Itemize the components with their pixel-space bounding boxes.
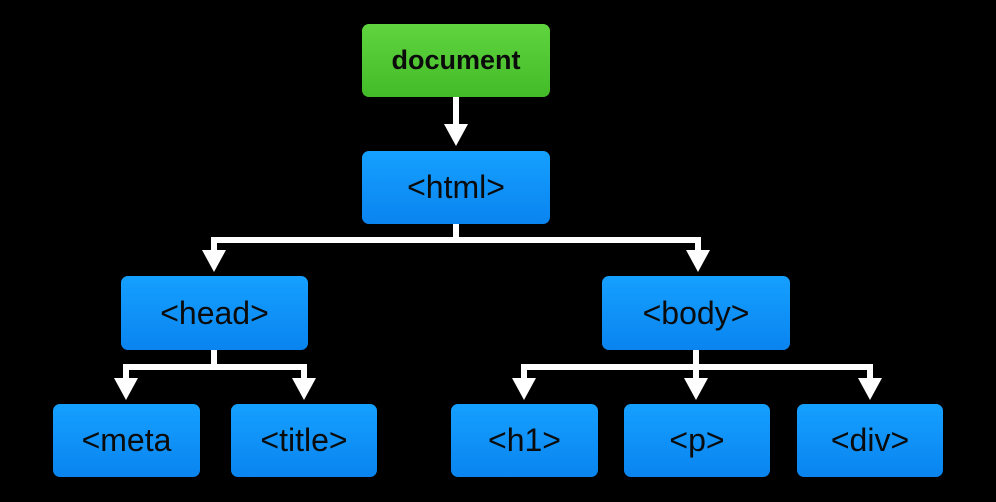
arrowhead-div bbox=[858, 378, 882, 400]
arrowhead-h1 bbox=[512, 378, 536, 400]
node-head: <head> bbox=[121, 276, 308, 350]
node-document: document bbox=[362, 24, 550, 97]
node-meta: <meta bbox=[53, 404, 200, 477]
arrowhead-head bbox=[202, 250, 226, 272]
node-title: <title> bbox=[231, 404, 377, 477]
node-div: <div> bbox=[797, 404, 943, 477]
node-html: <html> bbox=[362, 151, 550, 224]
node-body: <body> bbox=[602, 276, 790, 350]
node-p: <p> bbox=[624, 404, 770, 477]
arrowhead-meta bbox=[114, 378, 138, 400]
arrowhead-p bbox=[684, 378, 708, 400]
arrowhead-body bbox=[686, 250, 710, 272]
node-h1: <h1> bbox=[451, 404, 598, 477]
arrowhead-html bbox=[444, 124, 468, 146]
arrowhead-title bbox=[292, 378, 316, 400]
